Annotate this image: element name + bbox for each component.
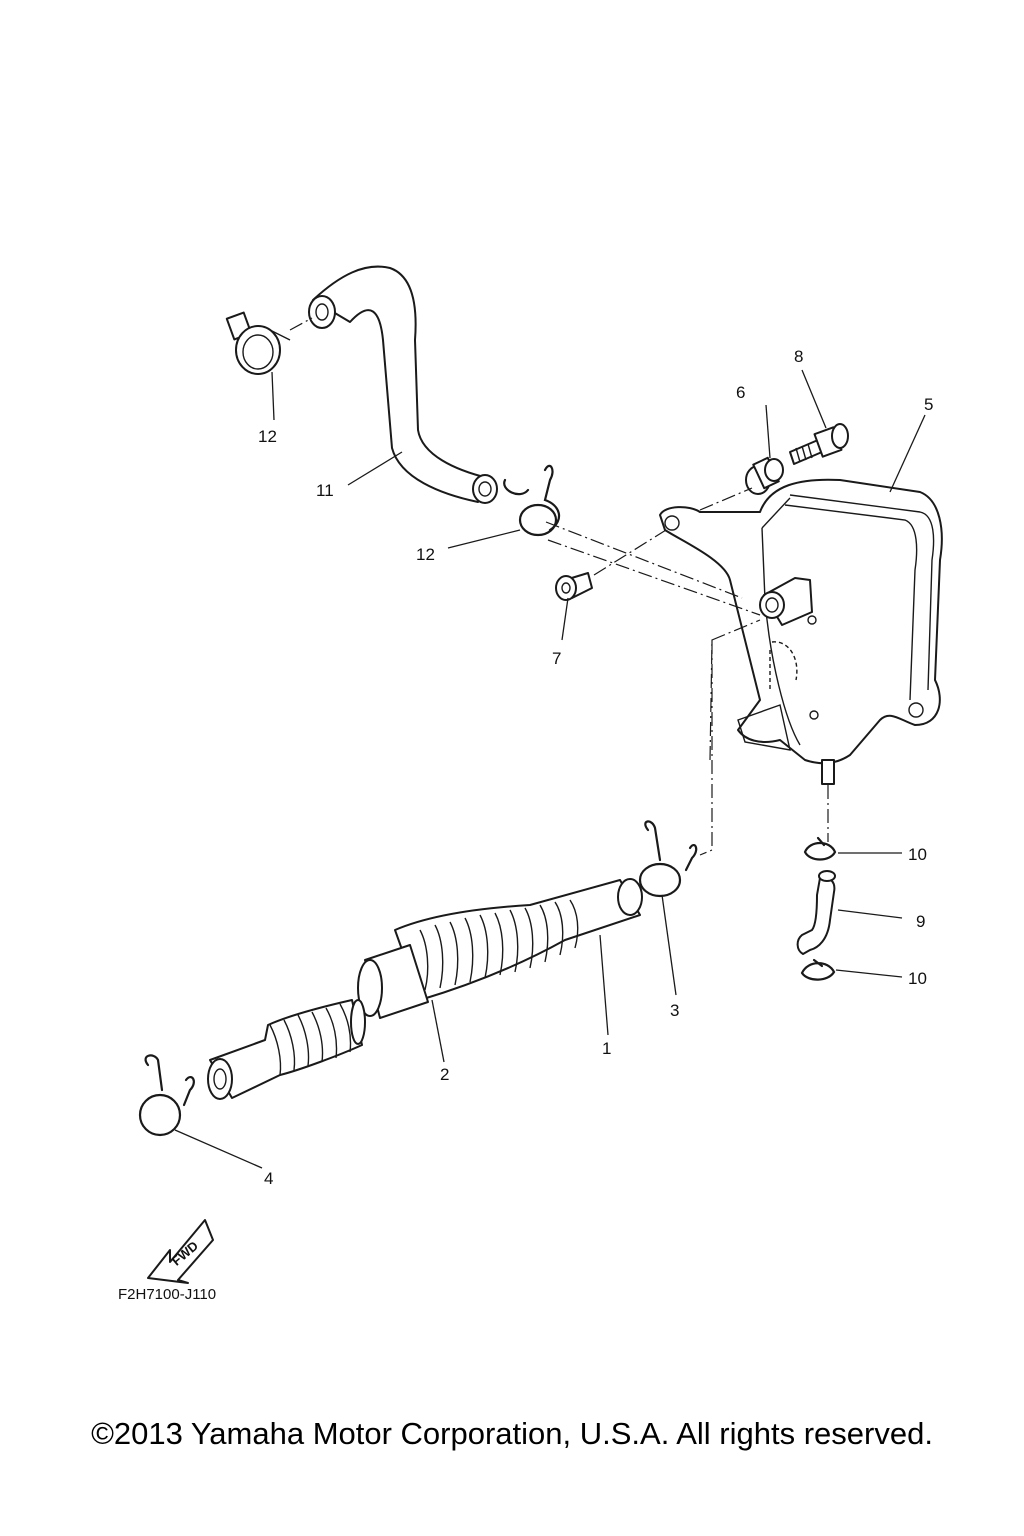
tank-part-5 [659, 478, 943, 785]
callout-10-upper: 10 [908, 845, 927, 864]
leader-lines [174, 369, 926, 1169]
collar-part-7 [555, 572, 593, 601]
drawing-code: F2H7100-J110 [118, 1286, 216, 1303]
clip-part-10-lower [800, 958, 836, 981]
callout-11: 11 [316, 481, 334, 500]
callout-2: 2 [440, 1065, 449, 1084]
clip-part-12 [503, 464, 561, 537]
callout-5: 5 [924, 395, 933, 414]
callout-6: 6 [736, 383, 745, 402]
hose-part-9 [796, 870, 836, 955]
callout-12: 12 [416, 545, 435, 564]
callout-13: 12 [258, 427, 277, 446]
alignment-lines [289, 317, 829, 856]
copyright-notice: ©2013 Yamaha Motor Corporation, U.S.A. A… [91, 1416, 933, 1451]
callout-3: 3 [670, 1001, 679, 1020]
callout-10-lower: 10 [908, 969, 927, 988]
clamp-part-13 [225, 311, 291, 375]
callout-8: 8 [794, 347, 803, 366]
clip-part-10-upper [803, 836, 837, 861]
callout-1: 1 [602, 1039, 611, 1058]
hose-part-2 [357, 944, 429, 1019]
hose-part-11 [308, 265, 498, 504]
callout-4: 4 [264, 1169, 273, 1188]
fwd-arrow-icon: FWD [147, 1219, 214, 1284]
hose-part-1 [394, 878, 643, 1001]
clip-part-3 [638, 820, 698, 898]
bolt-part-8 [789, 423, 849, 465]
clip-part-4 [138, 1054, 195, 1137]
grommet-part-6 [745, 456, 784, 495]
hose-segment-lower [207, 999, 366, 1100]
callout-9: 9 [916, 912, 925, 931]
callout-7: 7 [552, 649, 561, 668]
